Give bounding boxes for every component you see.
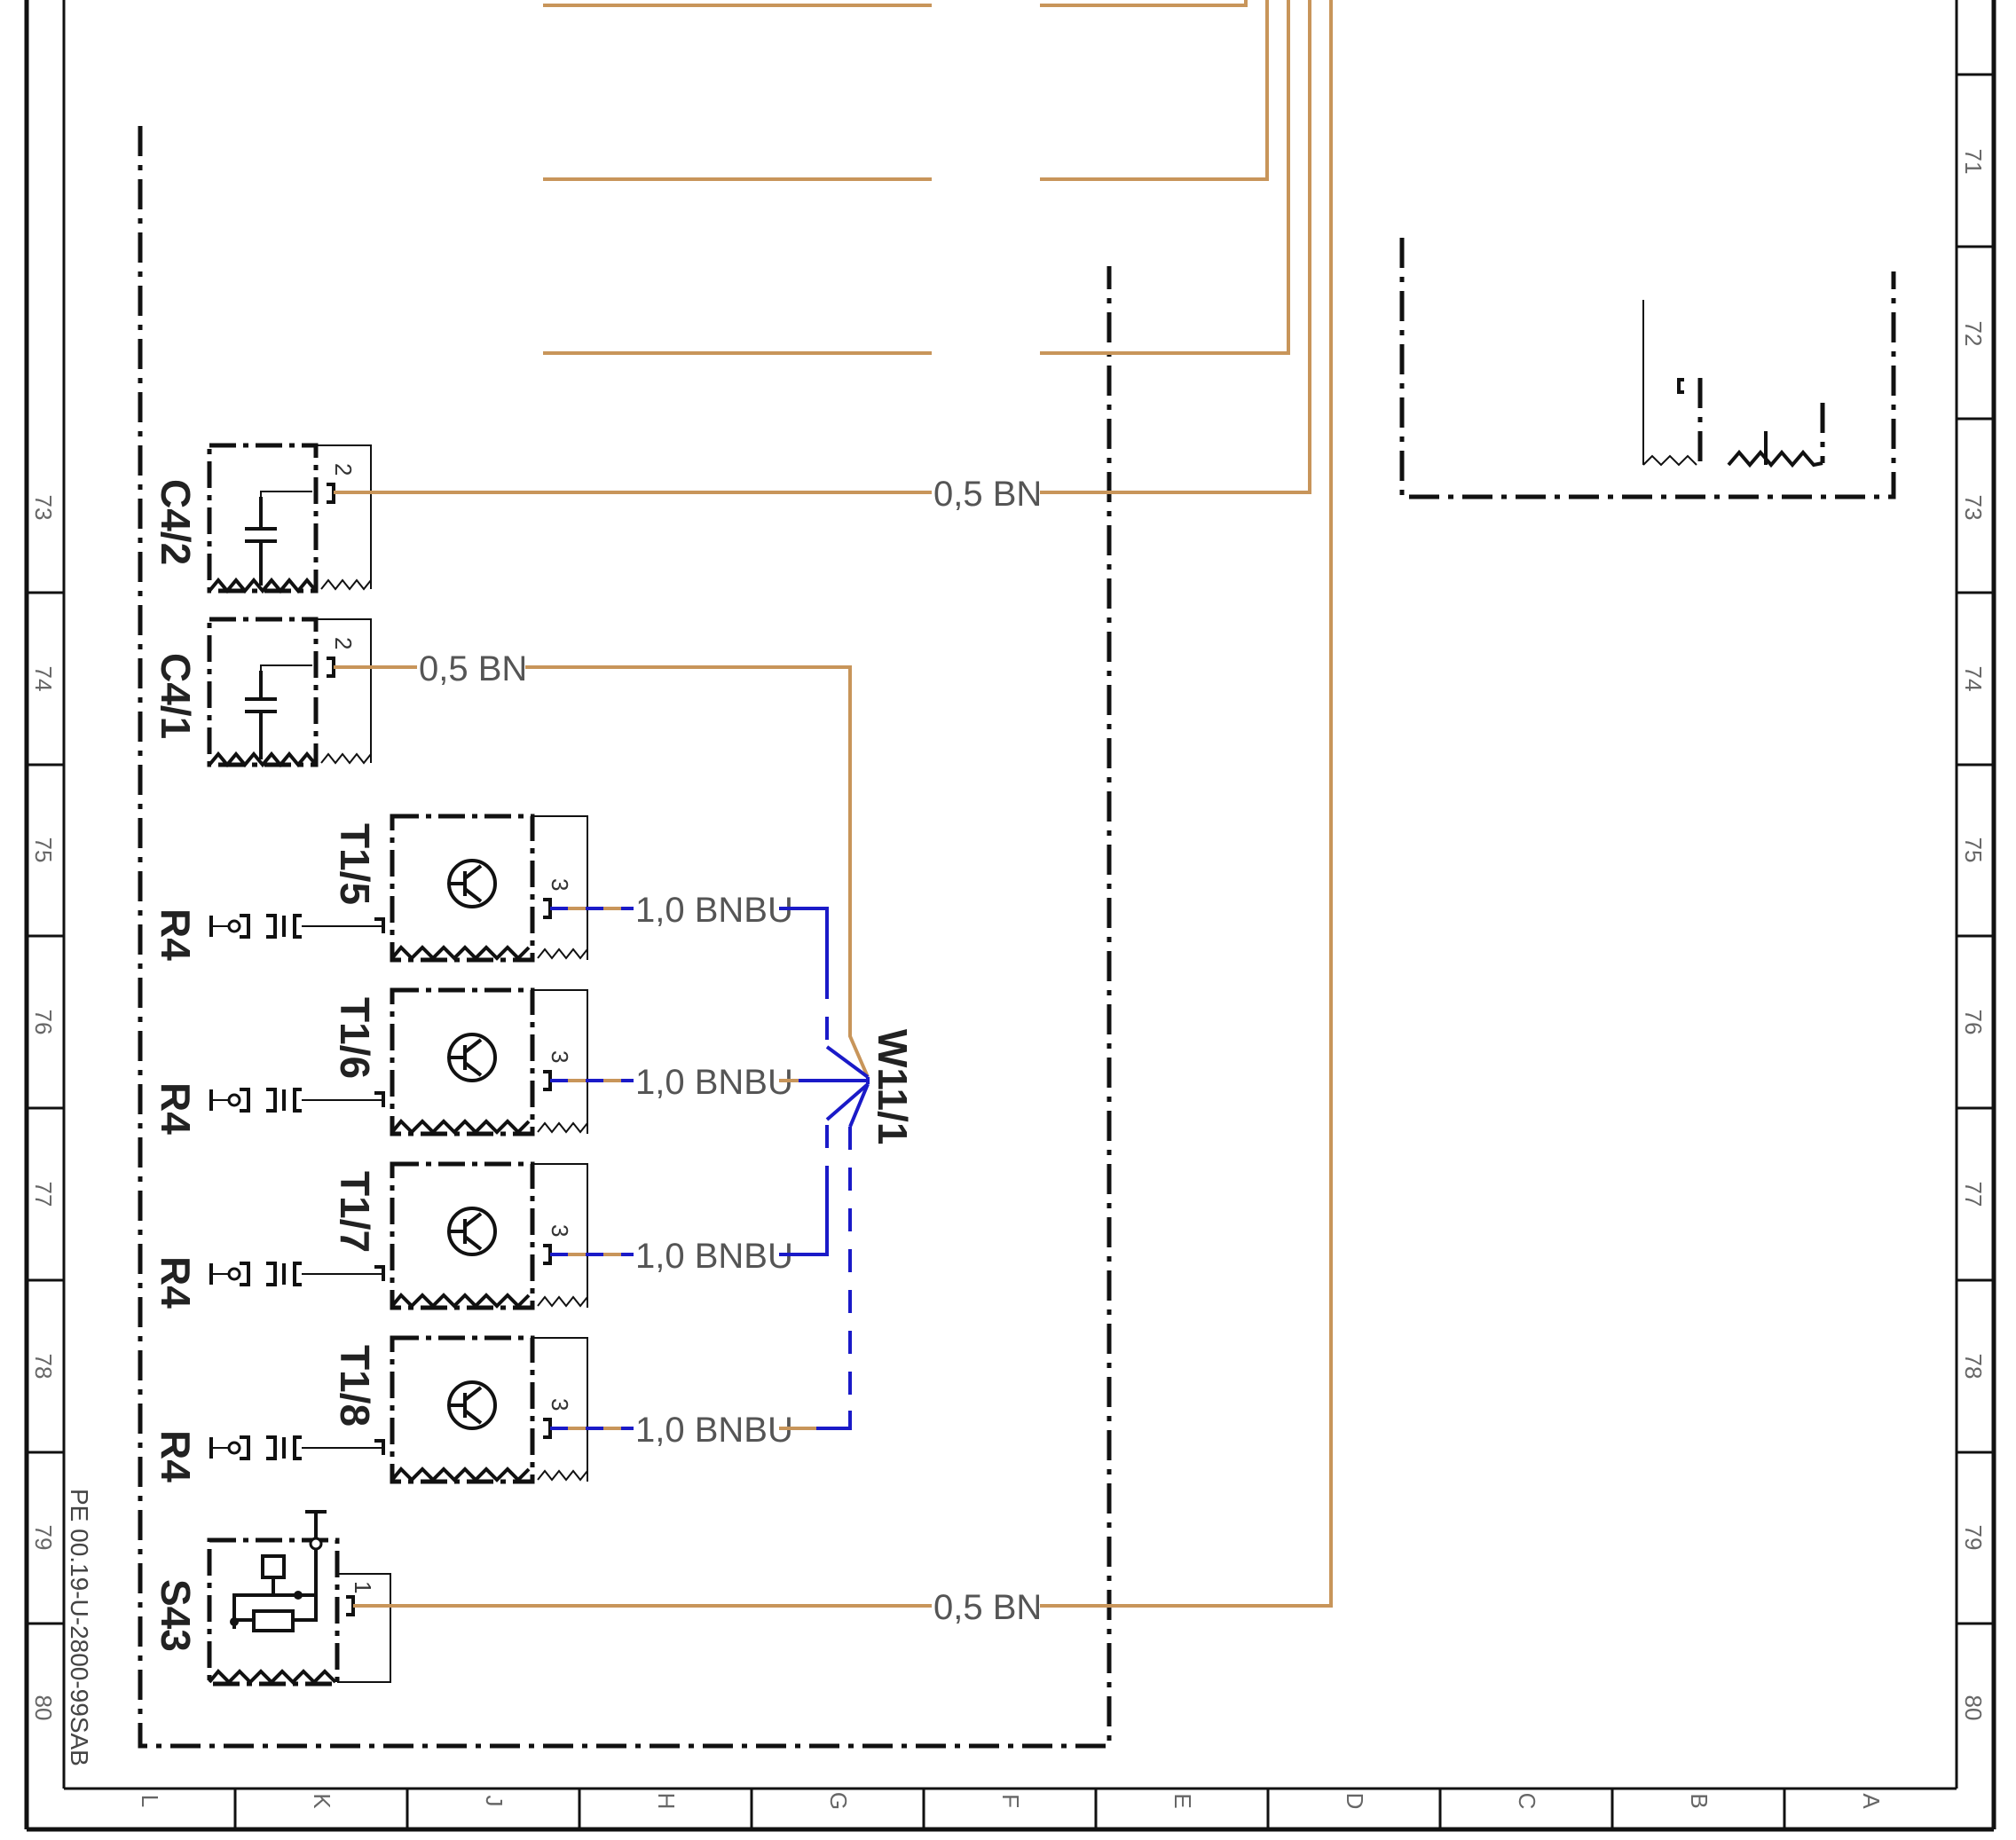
transistor-t1-7: 3 T1/7 — [332, 1161, 588, 1310]
row-label: 75 — [30, 837, 57, 863]
partial-component-top-right — [1642, 300, 1823, 468]
wire-label: 1,0 BNBU — [635, 891, 793, 930]
component-label: S43 — [153, 1579, 199, 1652]
wire-c4-1-route — [525, 665, 870, 1078]
document-number: PE 00.19-U-2800-99SAB — [66, 1489, 93, 1766]
column-label: C — [1514, 1793, 1540, 1810]
left-row-labels: 73 74 75 76 77 78 79 80 — [30, 495, 57, 1721]
harness-label: W11/1 — [870, 1029, 916, 1144]
harness-w11-1: W11/1 — [779, 907, 916, 1430]
component-label: T1/8 — [332, 1345, 378, 1427]
wire-label: 0,5 BN — [933, 475, 1042, 514]
pin-number: 3 — [547, 1050, 573, 1063]
row-label: 74 — [30, 666, 57, 692]
row-label: 72 — [1960, 321, 1987, 347]
pin-number: 1 — [350, 1581, 376, 1593]
transistor-t1-6: 3 T1/6 — [332, 987, 588, 1136]
transistor-t1-8: 3 T1/8 — [332, 1335, 588, 1484]
transistor-t1-5: 3 T1/5 — [332, 814, 588, 963]
component-label: R4 — [153, 1082, 199, 1135]
capacitor-c4-2: 2 C4/2 — [153, 443, 372, 594]
row-label: 80 — [1960, 1695, 1987, 1721]
row-label: 77 — [30, 1182, 57, 1207]
wire-label: 0,5 BN — [419, 649, 527, 688]
column-labels: L K J H G F E D C B A — [137, 1792, 1885, 1810]
right-row-labels: 71 72 73 74 75 76 77 78 79 80 — [1960, 149, 1987, 1721]
sheet-frame — [24, 0, 1996, 1832]
enclosures — [138, 126, 1896, 1749]
row-label: 79 — [30, 1525, 57, 1551]
wire-label: 1,0 BNBU — [635, 1063, 793, 1102]
row-label: 79 — [1960, 1525, 1987, 1551]
column-label: E — [1169, 1793, 1196, 1808]
row-label: 76 — [30, 1010, 57, 1035]
column-label: G — [825, 1792, 852, 1810]
row-label: 73 — [1960, 495, 1987, 521]
column-label: B — [1686, 1793, 1713, 1808]
pin-number: 2 — [330, 463, 357, 476]
column-label: J — [481, 1796, 508, 1807]
row-label: 71 — [1960, 149, 1987, 175]
row-label: 74 — [1960, 666, 1987, 692]
component-label: R4 — [153, 1430, 199, 1482]
wire-label: 1,0 BNBU — [635, 1411, 793, 1450]
row-label: 76 — [1960, 1010, 1987, 1035]
row-label: 78 — [1960, 1354, 1987, 1380]
wire-label: 0,5 BN — [933, 1588, 1042, 1627]
pin-number: 2 — [330, 637, 357, 649]
capacitor-c4-1: 2 C4/1 — [153, 617, 372, 768]
pin-number: 3 — [547, 1398, 573, 1411]
component-label: C4/2 — [153, 479, 199, 565]
row-label: 77 — [1960, 1182, 1987, 1207]
component-label: R4 — [153, 1256, 199, 1309]
pin-number: 3 — [547, 1224, 573, 1237]
pin-number: 3 — [547, 878, 573, 891]
column-label: K — [309, 1793, 335, 1809]
row-label: 78 — [30, 1354, 57, 1380]
column-label: L — [137, 1795, 163, 1807]
row-label: 80 — [30, 1695, 57, 1721]
column-label: A — [1858, 1793, 1885, 1809]
switch-s43: 1 S43 — [153, 1510, 391, 1687]
component-label: T1/5 — [332, 823, 378, 905]
component-label: T1/6 — [332, 997, 378, 1079]
column-label: F — [997, 1794, 1024, 1808]
row-label: 75 — [1960, 837, 1987, 863]
component-label: C4/1 — [153, 653, 199, 739]
component-label: R4 — [153, 908, 199, 961]
resistor-r4-connectors: R4 R4 R4 R4 — [153, 908, 385, 1482]
upper-wires — [543, 0, 1333, 1608]
column-label: H — [653, 1793, 680, 1810]
row-label: 73 — [30, 495, 57, 521]
column-label: D — [1342, 1793, 1368, 1810]
wire-label: 1,0 BNBU — [635, 1237, 793, 1276]
component-label: T1/7 — [332, 1171, 378, 1253]
